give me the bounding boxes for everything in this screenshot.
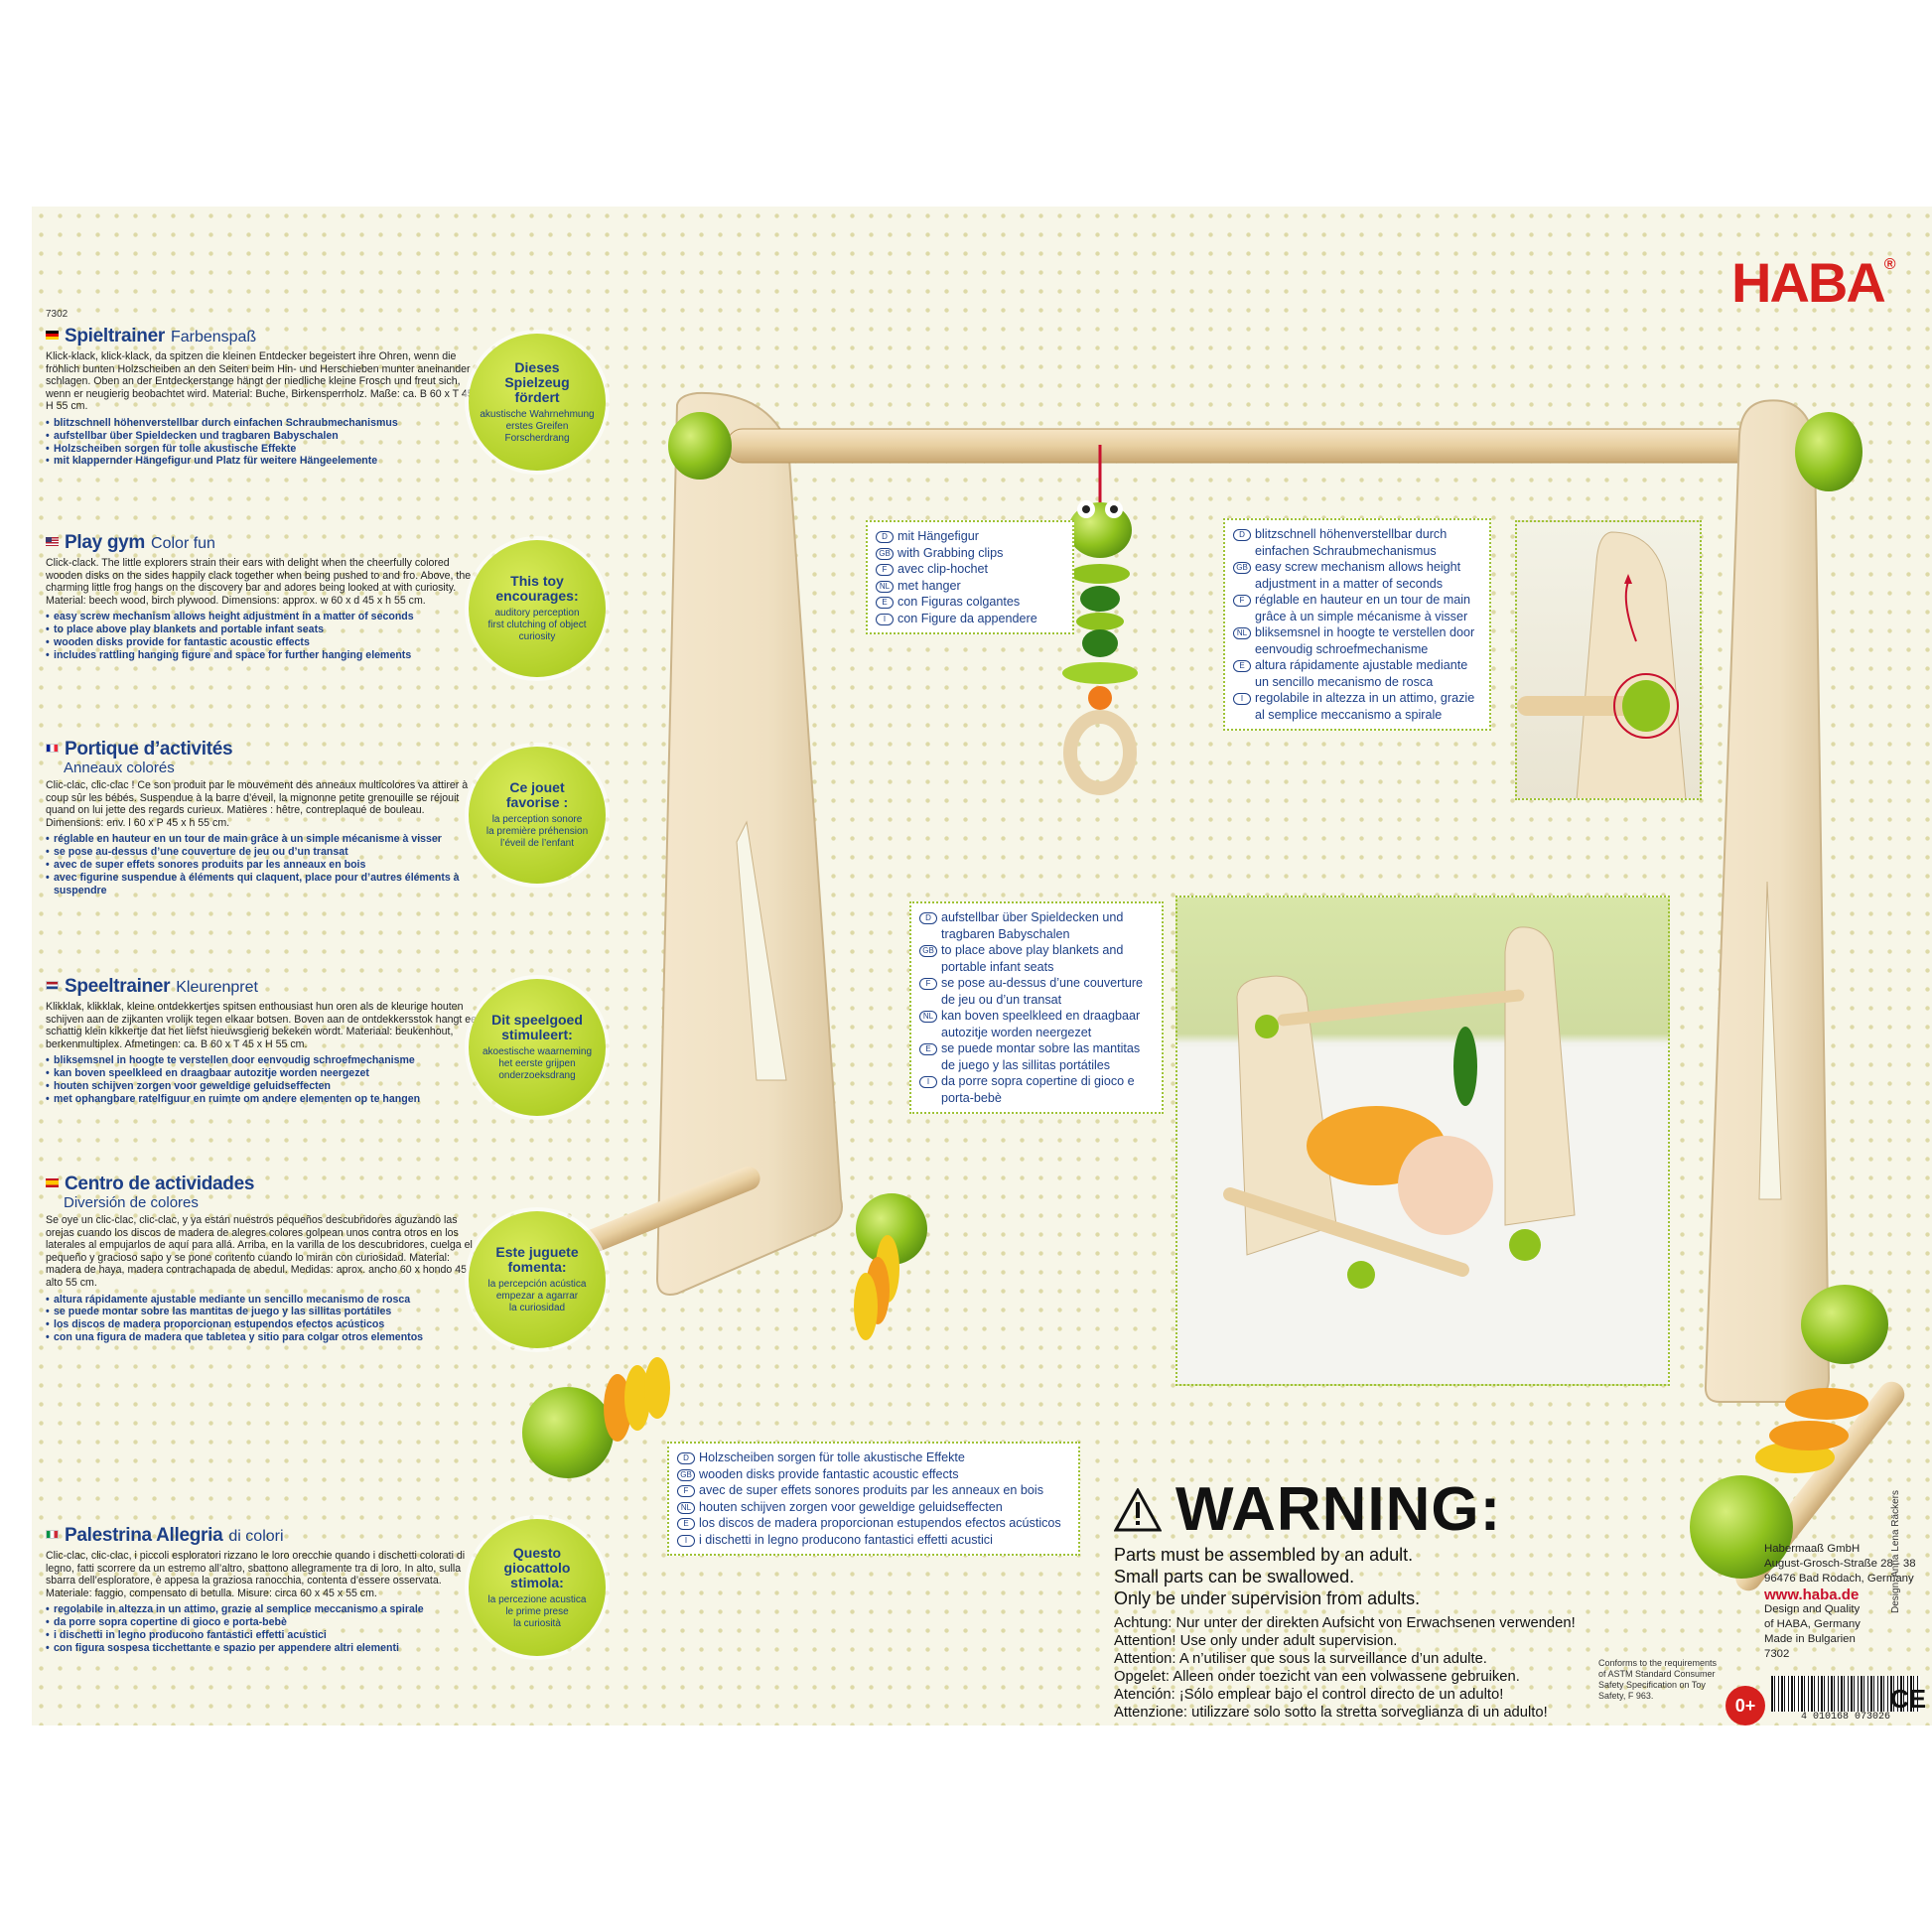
feature-bullet: se puede montar sobre las mantitas de ju… [46, 1306, 483, 1318]
section-description: Klick-klack, klick-klack, da spitzen die… [46, 350, 482, 413]
feature-bullet: altura rápidamente ajustable mediante un… [46, 1294, 483, 1307]
feature-bullet: avec figurine suspendue à éléments qui c… [46, 872, 483, 897]
section-description: Klikklak, klikklak, kleine ontdekkertjes… [46, 1001, 483, 1050]
section-title: Speeltrainer [65, 976, 171, 997]
baby-scene-illustration [1177, 926, 1668, 1384]
section-title: Play gym [65, 532, 146, 553]
play-gym-illustration [522, 391, 1905, 1591]
flag-it-icon [46, 1530, 59, 1539]
feature-bullet: houten schijven zorgen voor geweldige ge… [46, 1080, 483, 1093]
warning-multilingual: Achtung: Nur unter der direkten Aufsicht… [1114, 1615, 1576, 1721]
section-description: Click-clack. The little explorers strain… [46, 557, 472, 607]
warning-title: WARNING: [1114, 1474, 1501, 1545]
age-badge: 0+ [1725, 1686, 1765, 1725]
flag-fr-icon [46, 744, 59, 753]
section-it: Palestrina Allegria di colori Clic-clac, … [46, 1525, 483, 1655]
flag-nl-icon [46, 981, 59, 990]
feature-bullet: bliksemsnel in hoogte te verstellen door… [46, 1054, 483, 1067]
screw-detail-illustration [1517, 531, 1687, 798]
section-title: Spieltrainer [65, 326, 165, 346]
feature-bullet: con una figura de madera que tabletea y … [46, 1331, 483, 1344]
section-subtitle: Kleurenpret [176, 979, 258, 996]
section-nl: Speeltrainer Kleurenpret Klikklak, klikkl… [46, 976, 483, 1106]
feature-bullet: avec de super effets sonores produits pa… [46, 859, 483, 872]
feature-bullet: met ophangbare ratelfiguur en ruimte om … [46, 1093, 483, 1106]
benefit-bubble-it: Questo giocattolo stimola: la percezione… [469, 1519, 606, 1656]
flag-es-icon [46, 1178, 59, 1187]
section-title: Centro de actividades [65, 1173, 255, 1194]
feature-bullet: easy screw mechanism allows height adjus… [46, 611, 483, 623]
feature-bullet: réglable en hauteur en un tour de main g… [46, 833, 483, 846]
website-link[interactable]: www.haba.de [1764, 1586, 1860, 1603]
section-description: Clic-clac, clic-clac ! Ce son produit pa… [46, 779, 469, 829]
astm-conformity-note: Conforms to the requirements of ASTM Sta… [1598, 1658, 1718, 1701]
benefit-bubble-en: This toy encourages: auditory perception… [469, 540, 606, 677]
warning-lines: Parts must be assembled by an adult. Sma… [1114, 1545, 1421, 1608]
flag-de-icon [46, 331, 59, 340]
warning-triangle-icon [1114, 1487, 1162, 1531]
item-number: 7302 [46, 309, 69, 320]
feature-bullet: da porre sopra copertine di gioco e port… [46, 1616, 483, 1629]
flag-us-icon [46, 537, 59, 546]
company-info: Habermaaß GmbH August-Grosch-Straße 28 -… [1764, 1543, 1916, 1661]
benefit-bubble-es: Este juguete fomenta: la percepción acús… [469, 1211, 606, 1348]
feature-bullet: to place above play blankets and portabl… [46, 623, 483, 636]
product-sheet: HABA® 7302 [32, 207, 1932, 1725]
section-de: Spieltrainer Farbenspaß Klick-klack, klic… [46, 326, 483, 468]
feature-bullet: los discos de madera proporcionan estupe… [46, 1318, 483, 1331]
feature-bullet: con figura sospesa ticchettante e spazio… [46, 1642, 483, 1655]
section-fr: Portique d’activités Anneaux colorés Cli… [46, 739, 483, 897]
section-title: Palestrina Allegria [65, 1525, 223, 1546]
feature-bullet: wooden disks provide for fantastic acous… [46, 636, 483, 649]
lifestyle-photo-baby [1175, 896, 1670, 1386]
feature-bullet: i dischetti in legno producono fantastic… [46, 1629, 483, 1642]
ce-mark: CE [1890, 1684, 1927, 1714]
section-subtitle: Color fun [151, 535, 215, 552]
feature-bullet: kan boven speelkleed en draagbaar autozi… [46, 1067, 483, 1080]
benefit-bubble-nl: Dit speelgoed stimuleert: akoestische wa… [469, 979, 606, 1116]
section-subtitle: Diversión de colores [64, 1194, 199, 1211]
feature-bullet: se pose au-dessus d’une couverture de je… [46, 846, 483, 859]
section-subtitle: Farbenspaß [170, 329, 257, 345]
feature-bullet: Holzscheiben sorgen für tolle akustische… [46, 443, 483, 456]
benefit-bubble-de: Dieses Spielzeug fördert akustische Wahr… [469, 334, 606, 471]
section-subtitle: di colori [228, 1528, 284, 1545]
feature-bullet: regolabile in altezza in un attimo, graz… [46, 1603, 483, 1616]
section-es: Centro de actividades Diversión de color… [46, 1173, 483, 1344]
barcode: 4 010168 073026 [1771, 1676, 1920, 1725]
feature-bullet: includes rattling hanging figure and spa… [46, 649, 483, 662]
section-description: Se oye un clic-clac, clic-clac, y ya est… [46, 1214, 476, 1289]
haba-logo: HABA® [1731, 251, 1896, 314]
section-title: Portique d’activités [65, 739, 233, 759]
detail-photo-screw [1515, 520, 1702, 800]
section-description: Clic-clac, clic-clac, i piccoli esplorat… [46, 1550, 466, 1599]
section-en: Play gym Color fun Click-clack. The littl… [46, 532, 483, 662]
section-subtitle: Anneaux colorés [64, 759, 175, 776]
benefit-bubble-fr: Ce jouet favorise : la perception sonore… [469, 747, 606, 884]
feature-bullet: blitzschnell höhenverstellbar durch einf… [46, 417, 483, 430]
feature-bullet: mit klappernder Hängefigur und Platz für… [46, 455, 483, 468]
feature-bullet: aufstellbar über Spieldecken und tragbar… [46, 430, 483, 443]
designer-credit: Design: Anna Lena Räckers [1890, 1490, 1901, 1613]
